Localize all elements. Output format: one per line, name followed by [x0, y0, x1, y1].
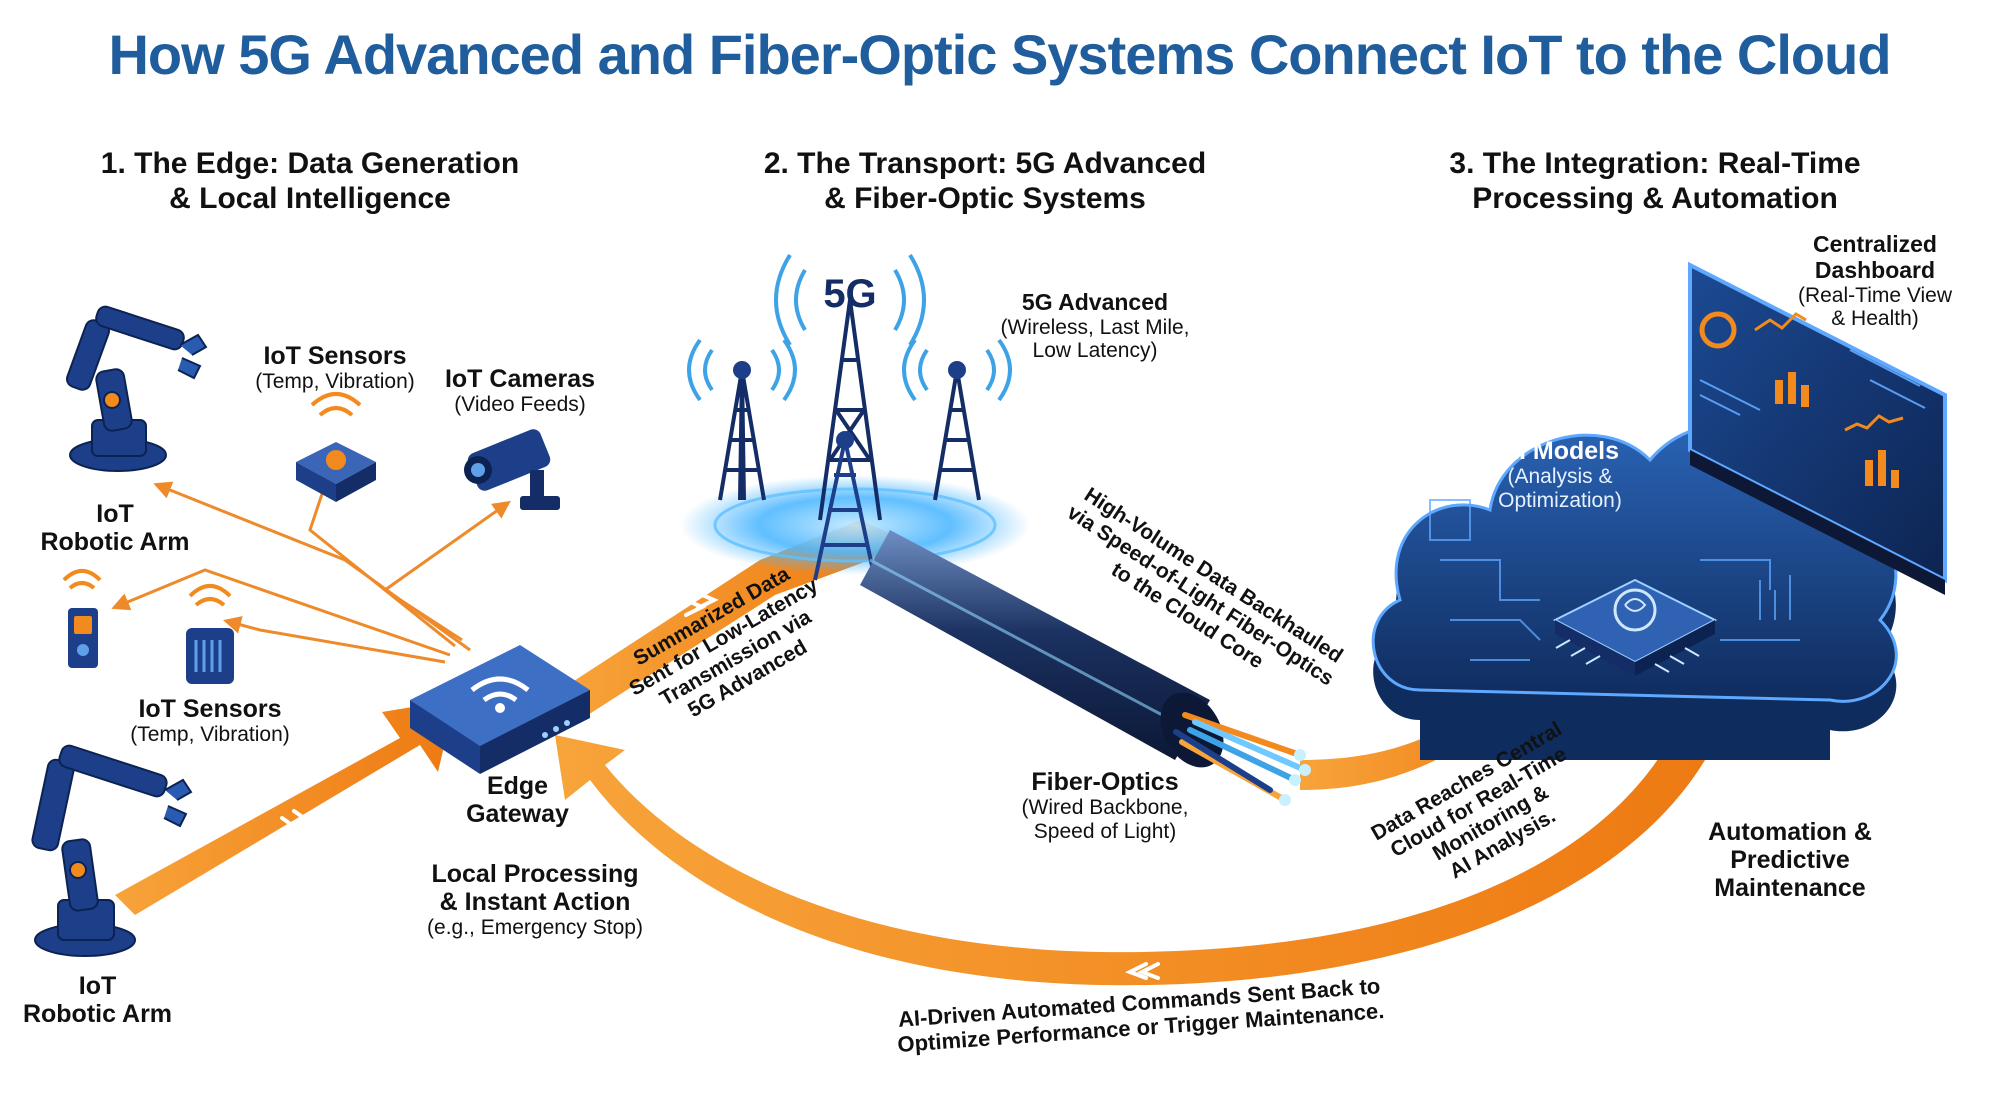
connector-sensor-left [111, 568, 451, 657]
robotic-arm-top-line2: Robotic Arm [40, 528, 190, 556]
camera-icon [464, 429, 560, 510]
gateway-line2: Gateway [466, 800, 569, 828]
label-ai-models: AI Models (Analysis & Optimization) [1470, 437, 1650, 512]
local-line1: Local Processing [431, 860, 639, 888]
tower-left-icon [718, 369, 766, 501]
section-transport-heading: 2. The Transport: 5G Advanced & Fiber-Op… [745, 146, 1225, 217]
label-5g-advanced: 5G Advanced (Wireless, Last Mile, Low La… [975, 289, 1215, 363]
dashboard-detail1: (Real-Time View [1797, 283, 1953, 307]
connector-sensor-mid [223, 616, 446, 664]
dashboard-detail2: & Health) [1831, 307, 1919, 331]
label-dashboard: Centralized Dashboard (Real-Time View & … [1770, 231, 1980, 331]
fiber-detail2: Speed of Light) [1033, 819, 1177, 843]
sensor-top-icon [296, 392, 376, 502]
sensors-top-detail: (Temp, Vibration) [255, 370, 415, 393]
label-tower-badge: 5G [823, 272, 877, 316]
label-edge-gateway: Edge Gateway [435, 772, 600, 828]
connector-arm [153, 481, 471, 652]
sensor-left-icon [62, 569, 102, 668]
label-automation: Automation & Predictive Maintenance [1680, 818, 1900, 902]
fiveg-detail2: Low Latency) [1032, 339, 1158, 363]
robotic-arm-bottom-line1: IoT [78, 972, 117, 1000]
tower-right-icon [933, 369, 981, 501]
section-edge-heading: 1. The Edge: Data Generation & Local Int… [80, 146, 540, 217]
local-line2: & Instant Action [439, 888, 631, 916]
arm-to-gateway-arrow [115, 700, 455, 915]
local-detail: (e.g., Emergency Stop) [427, 916, 643, 939]
cameras-detail: (Video Feeds) [454, 393, 586, 416]
sensors-mid-name: IoT Sensors [138, 695, 282, 723]
label-local-processing: Local Processing & Instant Action (e.g.,… [395, 860, 675, 940]
fiveg-name: 5G Advanced [1021, 289, 1169, 315]
section-integration-line2: Processing & Automation [1472, 182, 1838, 216]
connector-camera [382, 500, 511, 642]
label-robotic-arm-bottom: IoT Robotic Arm [0, 972, 195, 1028]
section-integration-line1: 3. The Integration: Real-Time [1449, 147, 1861, 180]
fiber-to-cloud-arrow [1300, 655, 1560, 790]
robotic-arm-bottom-line2: Robotic Arm [22, 1000, 173, 1028]
label-fiber-optics: Fiber-Optics (Wired Backbone, Speed of L… [990, 768, 1220, 843]
dashboard-icon [1688, 261, 1947, 595]
sensors-top-name: IoT Sensors [263, 342, 407, 370]
robotic-arm-top-line1: IoT [96, 500, 134, 528]
fiber-cable-icon [860, 530, 1311, 806]
feedback-arrow [555, 735, 1705, 986]
page-title: How 5G Advanced and Fiber-Optic Systems … [108, 23, 1891, 86]
fiveg-detail1: (Wireless, Last Mile, [1000, 315, 1190, 339]
automation-line2: Predictive [1730, 846, 1850, 874]
sensor-connectors [111, 463, 511, 664]
automation-line1: Automation & [1708, 818, 1872, 846]
section-transport-line2: & Fiber-Optic Systems [824, 182, 1146, 216]
robotic-arm-top-icon [66, 305, 208, 472]
automation-line3: Maintenance [1714, 874, 1866, 902]
fiber-name: Fiber-Optics [1031, 768, 1179, 796]
ai-chip-icon [1552, 578, 1718, 676]
section-transport-line1: 2. The Transport: 5G Advanced [763, 147, 1207, 180]
label-robotic-arm-top: IoT Robotic Arm [20, 500, 210, 556]
dashboard-line2: Dashboard [1814, 256, 1936, 283]
ai-detail1: (Analysis & [1507, 465, 1613, 488]
label-cameras: IoT Cameras (Video Feeds) [430, 365, 610, 417]
sensor-mid-icon [186, 584, 234, 684]
sensors-mid-detail: (Temp, Vibration) [130, 723, 290, 746]
ai-detail2: Optimization) [1498, 488, 1622, 512]
gateway-line1: Edge [486, 772, 549, 800]
cameras-name: IoT Cameras [444, 365, 596, 393]
edge-gateway-icon [410, 645, 590, 774]
fiber-detail1: (Wired Backbone, [1021, 796, 1189, 819]
label-sensors-mid: IoT Sensors (Temp, Vibration) [110, 695, 310, 747]
ai-name: AI Models [1500, 437, 1620, 465]
tower-group [680, 253, 1030, 581]
dashboard-line1: Centralized [1813, 231, 1937, 257]
section-integration-heading: 3. The Integration: Real-Time Processing… [1400, 146, 1910, 217]
section-edge-line2: & Local Intelligence [169, 182, 451, 216]
robotic-arm-bottom-icon [31, 744, 193, 957]
label-sensors-top: IoT Sensors (Temp, Vibration) [235, 342, 435, 394]
section-edge-line1: 1. The Edge: Data Generation [100, 147, 520, 180]
